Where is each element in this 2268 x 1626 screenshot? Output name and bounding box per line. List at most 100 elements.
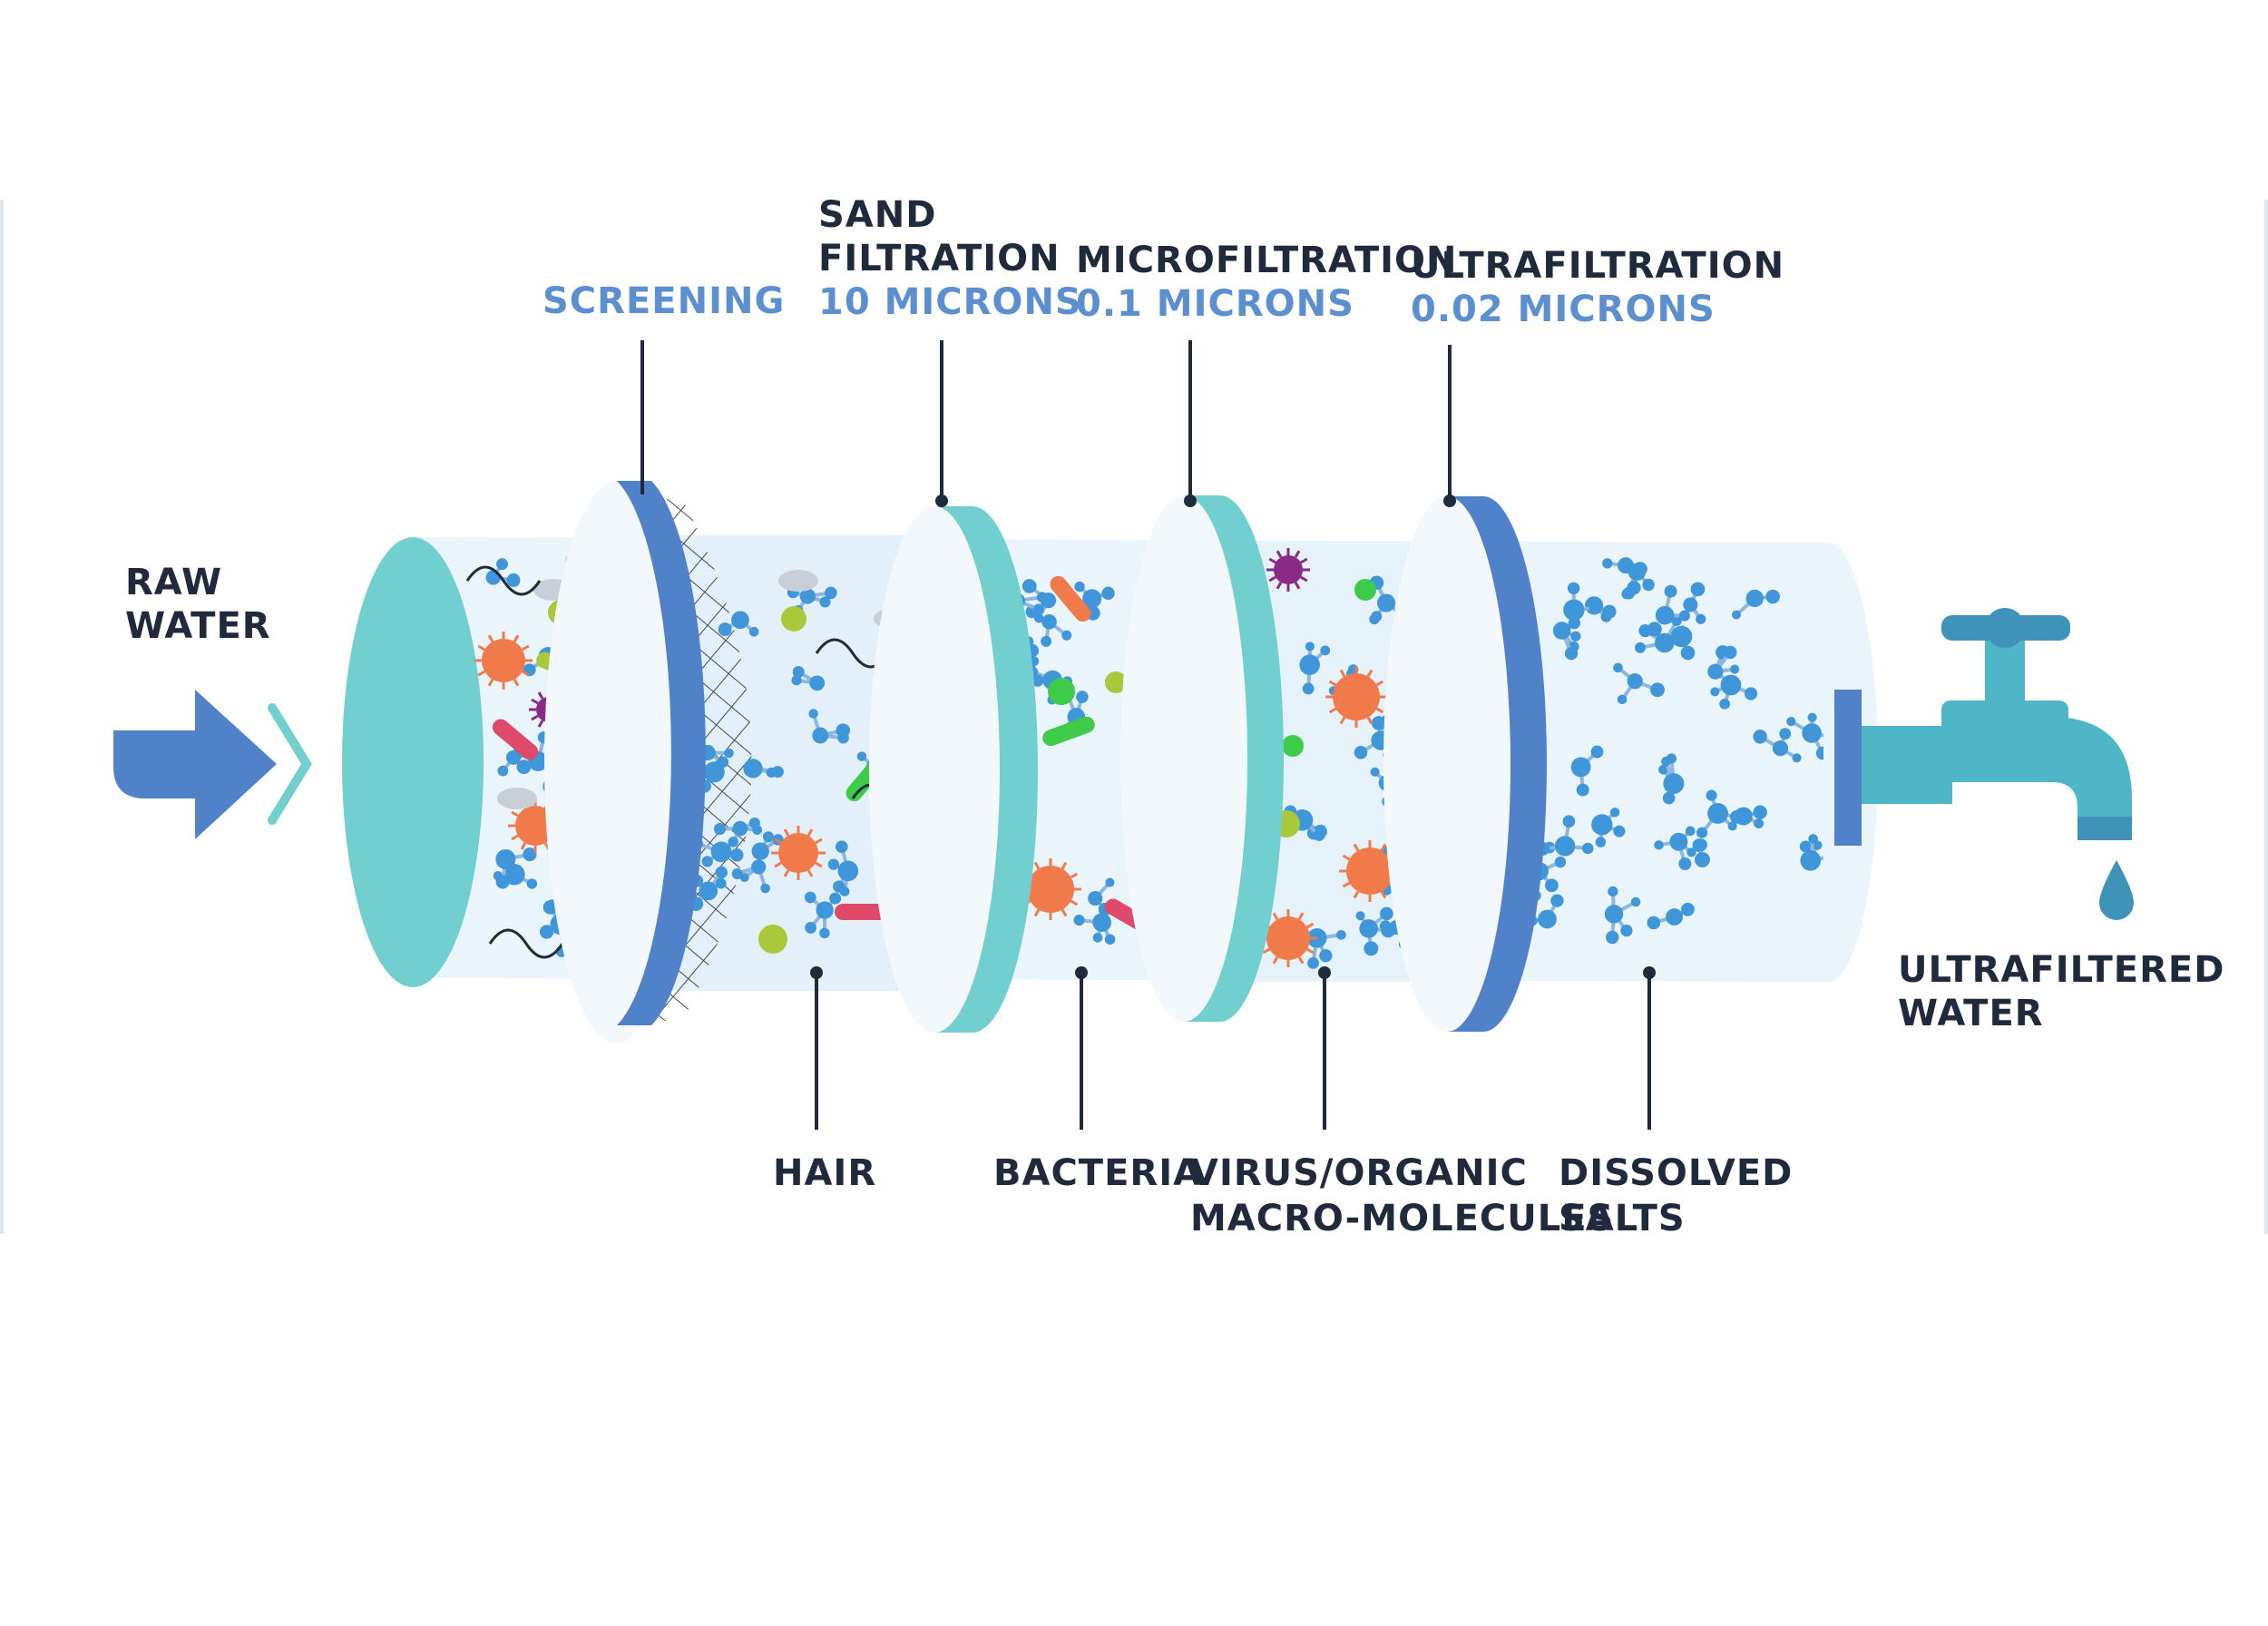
molecule-atom [760, 883, 770, 894]
molecule-atom [819, 927, 830, 939]
bacteria-spike [1366, 716, 1374, 725]
molecule-atom [1376, 593, 1396, 612]
bacteria-spike [1339, 716, 1346, 725]
bacteria-spike [1380, 843, 1387, 852]
bacteria-spike [815, 861, 823, 868]
molecule-atom [718, 622, 732, 637]
removed-label-hair: HAIR [773, 1152, 876, 1194]
arrow-right-icon [113, 690, 312, 839]
bacteria-spike [1262, 947, 1270, 955]
molecule-atom [717, 756, 729, 769]
screening-ring [544, 481, 706, 1043]
molecule-atom [1101, 586, 1115, 600]
molecule-atom [699, 881, 719, 901]
molecule-atom [1359, 919, 1379, 938]
molecule-atom [748, 626, 759, 637]
bacteria-spike [783, 869, 790, 877]
hair-strand [465, 565, 542, 596]
molecule-atom [1576, 783, 1589, 797]
bacteria-spike [487, 679, 494, 687]
molecule-atom [1664, 584, 1677, 598]
molecule-atom [799, 588, 816, 604]
molecule-atom [1642, 578, 1655, 592]
particle [1354, 579, 1376, 601]
molecule-atom [1564, 647, 1579, 661]
bacteria-spike [522, 670, 530, 677]
molecule-atom [1754, 818, 1765, 829]
bacteria-spike [1272, 912, 1279, 920]
molecule-atom [1613, 662, 1623, 673]
molecule-atom [1650, 682, 1665, 698]
molecule-atom [1661, 756, 1671, 767]
molecule-atom [516, 759, 532, 775]
molecule-atom [1041, 635, 1052, 647]
molecule-atom [1305, 642, 1315, 651]
bacteria-spike [1375, 707, 1384, 714]
bacteria-spike [531, 714, 539, 721]
bacteria-spike [1306, 922, 1315, 929]
molecule-atom [824, 586, 837, 600]
leader-dot [810, 966, 823, 979]
inlet-cap [342, 537, 484, 987]
stage-title-micro: MICROFILTRATION [1076, 240, 1458, 281]
molecule-atom [1779, 728, 1792, 740]
molecule-atom [1320, 645, 1331, 656]
molecule-atom [710, 841, 732, 863]
bacteria-spike [1300, 575, 1308, 583]
bacteria-cell [515, 806, 555, 846]
molecule-atom [1061, 630, 1072, 641]
molecule-atom [1655, 632, 1675, 653]
molecule-atom [1022, 579, 1037, 593]
molecule-atom [1707, 803, 1728, 824]
molecule-atom [715, 877, 727, 889]
bacteria-spike [537, 691, 544, 700]
molecule-atom [1073, 915, 1085, 926]
bacteria-spike [1061, 861, 1068, 870]
bacteria-spike [1070, 872, 1079, 879]
bacteria-spike [511, 834, 519, 841]
removed-label-virus: VIRUS/ORGANIC MACRO-MOLECULES [1190, 1152, 1614, 1239]
leader-dot [1643, 966, 1656, 979]
molecule-atom [730, 848, 744, 862]
molecule-atom [703, 761, 725, 783]
outlet-flange [1834, 690, 1862, 846]
bacteria-spike [1276, 550, 1283, 558]
molecule-atom [1036, 592, 1048, 602]
particle [758, 925, 787, 954]
bacteria-spike [1294, 550, 1301, 558]
molecule-atom [1730, 664, 1740, 674]
hair-strand [488, 928, 564, 959]
bacteria-spike [807, 869, 814, 877]
molecule-atom [1710, 687, 1720, 697]
output-label: ULTRAFILTERED WATER [1898, 949, 2238, 1034]
molecule-atom [1381, 923, 1395, 938]
bacteria-spike [1268, 575, 1276, 583]
sand-filtration-ring [869, 506, 1038, 1033]
molecule-atom [819, 596, 831, 608]
molecule-atom [1683, 597, 1698, 612]
molecule-atom [1799, 840, 1812, 853]
molecule-atom [1563, 599, 1585, 621]
bacteria-spike [1306, 947, 1315, 955]
molecule-atom [715, 866, 728, 879]
molecule-atom [1744, 687, 1758, 700]
molecule-atom [1666, 908, 1683, 926]
molecule-atom [1554, 856, 1567, 868]
bacteria-spike [815, 837, 823, 845]
molecule-atom [837, 860, 859, 882]
molecule-atom [1678, 857, 1692, 871]
molecule-atom [1602, 558, 1613, 569]
molecule-atom [495, 875, 510, 889]
molecule-atom [1724, 645, 1737, 660]
molecule-atom [1670, 625, 1693, 648]
molecule-atom [1033, 603, 1044, 615]
molecule-atom [1568, 616, 1581, 630]
molecule-atom [1720, 674, 1742, 696]
particle [781, 606, 807, 632]
molecule-atom [1635, 642, 1646, 653]
molecule-atom [1695, 852, 1710, 867]
molecule-atom [1633, 562, 1647, 576]
molecule-atom [1669, 832, 1688, 851]
molecule-atom [856, 751, 867, 761]
molecule-atom [792, 665, 805, 678]
